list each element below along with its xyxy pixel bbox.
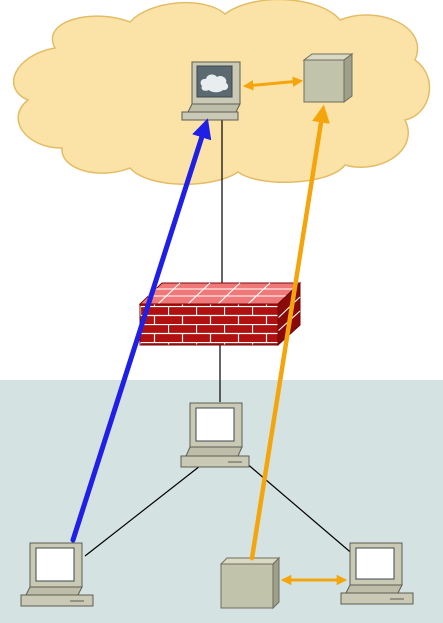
link-lan-hub-to-left-computer: [84, 465, 201, 557]
cloud-server-icon: [302, 53, 354, 103]
lan-server-icon: [219, 556, 281, 610]
orange-flow-arrow: [249, 104, 330, 561]
lan-left-computer-icon: [20, 542, 94, 607]
blue-flow-arrow: [70, 118, 212, 543]
cloud-bidirectional-arrow: [242, 76, 304, 91]
cloud-workstation-icon: [181, 61, 241, 121]
firewall-icon: [138, 281, 302, 347]
lan-hub-computer-icon: [180, 402, 250, 468]
lan-right-computer-icon: [340, 542, 414, 605]
traffic-flows: [70, 76, 348, 586]
